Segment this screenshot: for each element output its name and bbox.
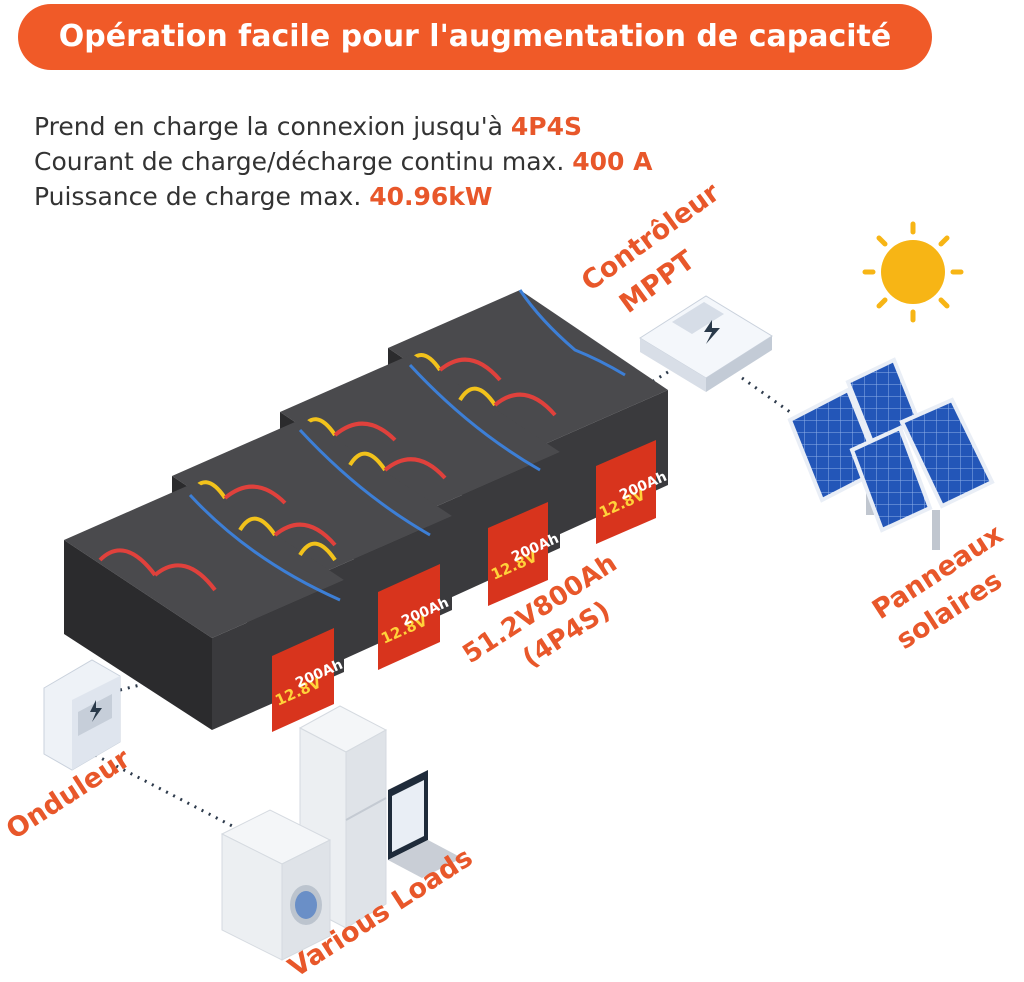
solar-panel-icon: [787, 357, 995, 550]
spec-current-value: 400 A: [572, 147, 653, 176]
title-banner: Opération facile pour l'augmentation de …: [18, 4, 932, 70]
spec-connection-value: 4P4S: [510, 112, 583, 141]
lightning-icon: [704, 320, 720, 344]
laptop-icon: [388, 770, 462, 878]
spec-power-value: 40.96kW: [369, 182, 493, 211]
inverter-icon: [43, 659, 121, 771]
spec-connection: Prend en charge la connexion jusqu'à 4P4…: [34, 112, 582, 141]
spec-current-text: Courant de charge/décharge continu max.: [34, 147, 573, 176]
mppt-controller-icon: [639, 295, 773, 392]
spec-connection-text: Prend en charge la connexion jusqu'à: [34, 112, 511, 141]
spec-power-text: Puissance de charge max.: [34, 182, 370, 211]
battery-bank: [64, 289, 668, 732]
battery-row-4: [64, 482, 344, 732]
spec-current: Courant de charge/décharge continu max. …: [34, 147, 652, 176]
spec-power: Puissance de charge max. 40.96kW: [34, 182, 493, 211]
washing-machine-icon: [220, 809, 332, 961]
sun-icon: [862, 221, 964, 323]
